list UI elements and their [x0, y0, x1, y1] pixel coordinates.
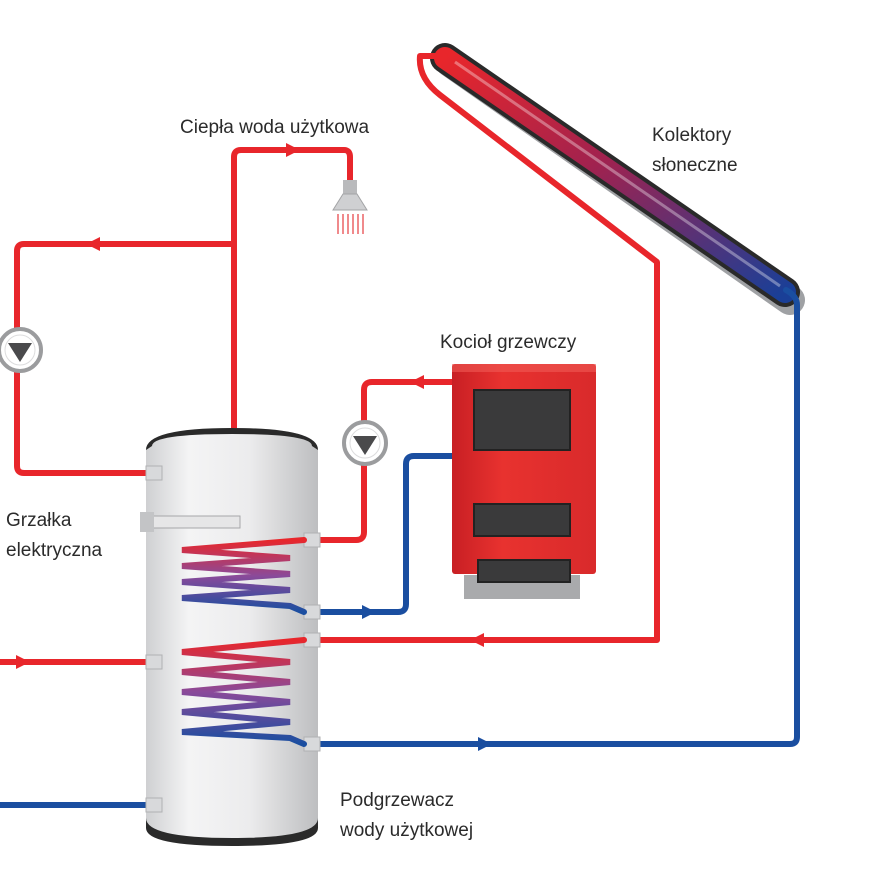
solar-cold-pipe — [317, 287, 800, 747]
flow-arrow-icon — [86, 237, 100, 251]
hot-water-label: Ciepła woda użytkowa — [180, 117, 369, 138]
collectors-label-line1: Kolektory — [652, 125, 732, 146]
solar-collector — [430, 43, 805, 315]
heater-label-line1: Grzałka — [6, 510, 72, 531]
heater-label-line2: elektryczna — [6, 540, 103, 561]
lower-coil — [181, 637, 307, 747]
flow-arrow-icon — [478, 737, 492, 751]
tank-label-line1: Podgrzewacz — [340, 790, 454, 811]
storage-tank — [140, 428, 321, 846]
electric-heater — [141, 515, 241, 529]
boiler-label: Kocioł grzewczy — [440, 332, 577, 353]
flow-arrow-icon — [16, 655, 30, 669]
flow-arrow-icon — [470, 633, 484, 647]
boiler — [452, 364, 596, 599]
upper-coil — [181, 537, 307, 615]
boiler-cold-pipe — [309, 453, 455, 615]
hot-water-pipe — [231, 147, 353, 433]
tank-label-line2: wody użytkowej — [339, 820, 473, 841]
solar-hot-pipe — [317, 53, 660, 643]
flow-arrow-icon — [410, 375, 424, 389]
shower-head-icon — [332, 180, 368, 234]
flow-arrow-icon — [362, 605, 376, 619]
pump-icon[interactable] — [0, 327, 43, 373]
flow-arrow-icon — [286, 143, 300, 157]
collectors-label-line2: słoneczne — [652, 155, 738, 176]
pump-icon[interactable] — [342, 420, 388, 466]
boiler-hot-pipe — [309, 379, 455, 543]
